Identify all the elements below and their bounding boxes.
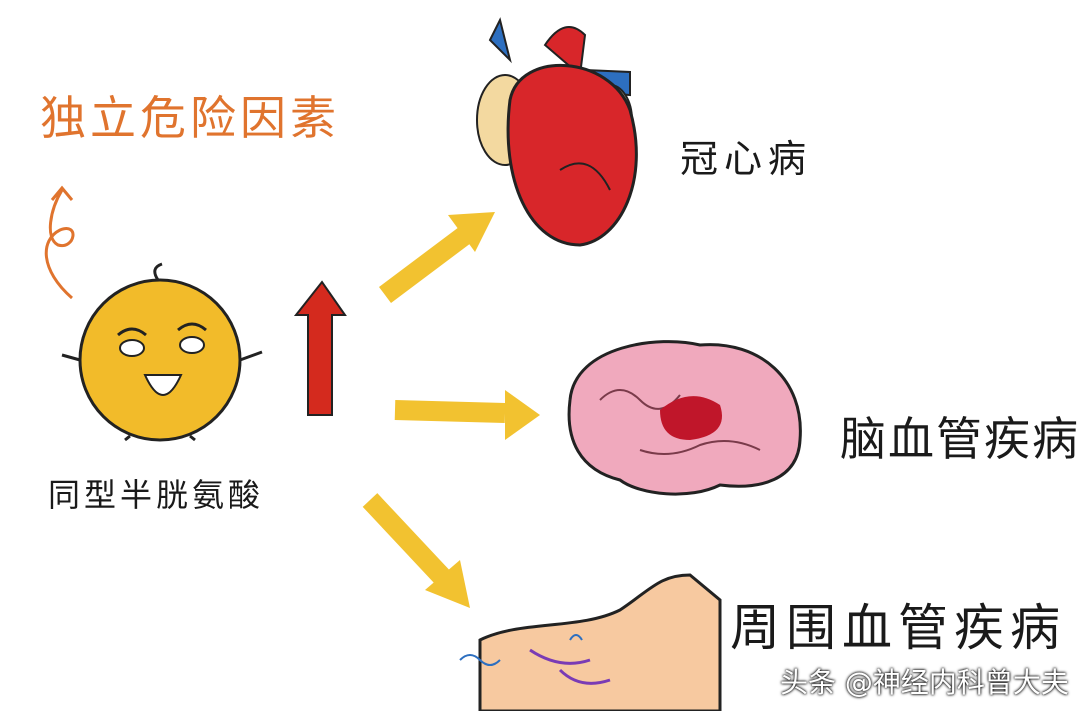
heart-icon — [476, 17, 638, 247]
label-cerebrovascular-disease: 脑血管疾病 — [840, 412, 1080, 466]
watermark: 头条 @神经内科曾大夫 — [780, 666, 1069, 699]
arrow-to-foot-icon — [362, 493, 470, 608]
foot-icon — [459, 573, 722, 711]
label-peripheral-vascular-disease: 周围血管疾病 — [730, 599, 1066, 657]
arrow-to-brain-icon — [394, 390, 540, 440]
homocysteine-character-icon — [61, 262, 263, 442]
label-coronary-heart-disease: 冠心病 — [680, 137, 813, 181]
up-arrow-icon — [293, 280, 347, 416]
curl-arrow-icon — [44, 185, 75, 300]
label-homocysteine: 同型半胱氨酸 — [48, 476, 265, 514]
brain-icon — [567, 340, 802, 496]
title-independent-risk-factor: 独立危险因素 — [40, 91, 340, 145]
arrow-to-heart-icon — [379, 212, 495, 303]
